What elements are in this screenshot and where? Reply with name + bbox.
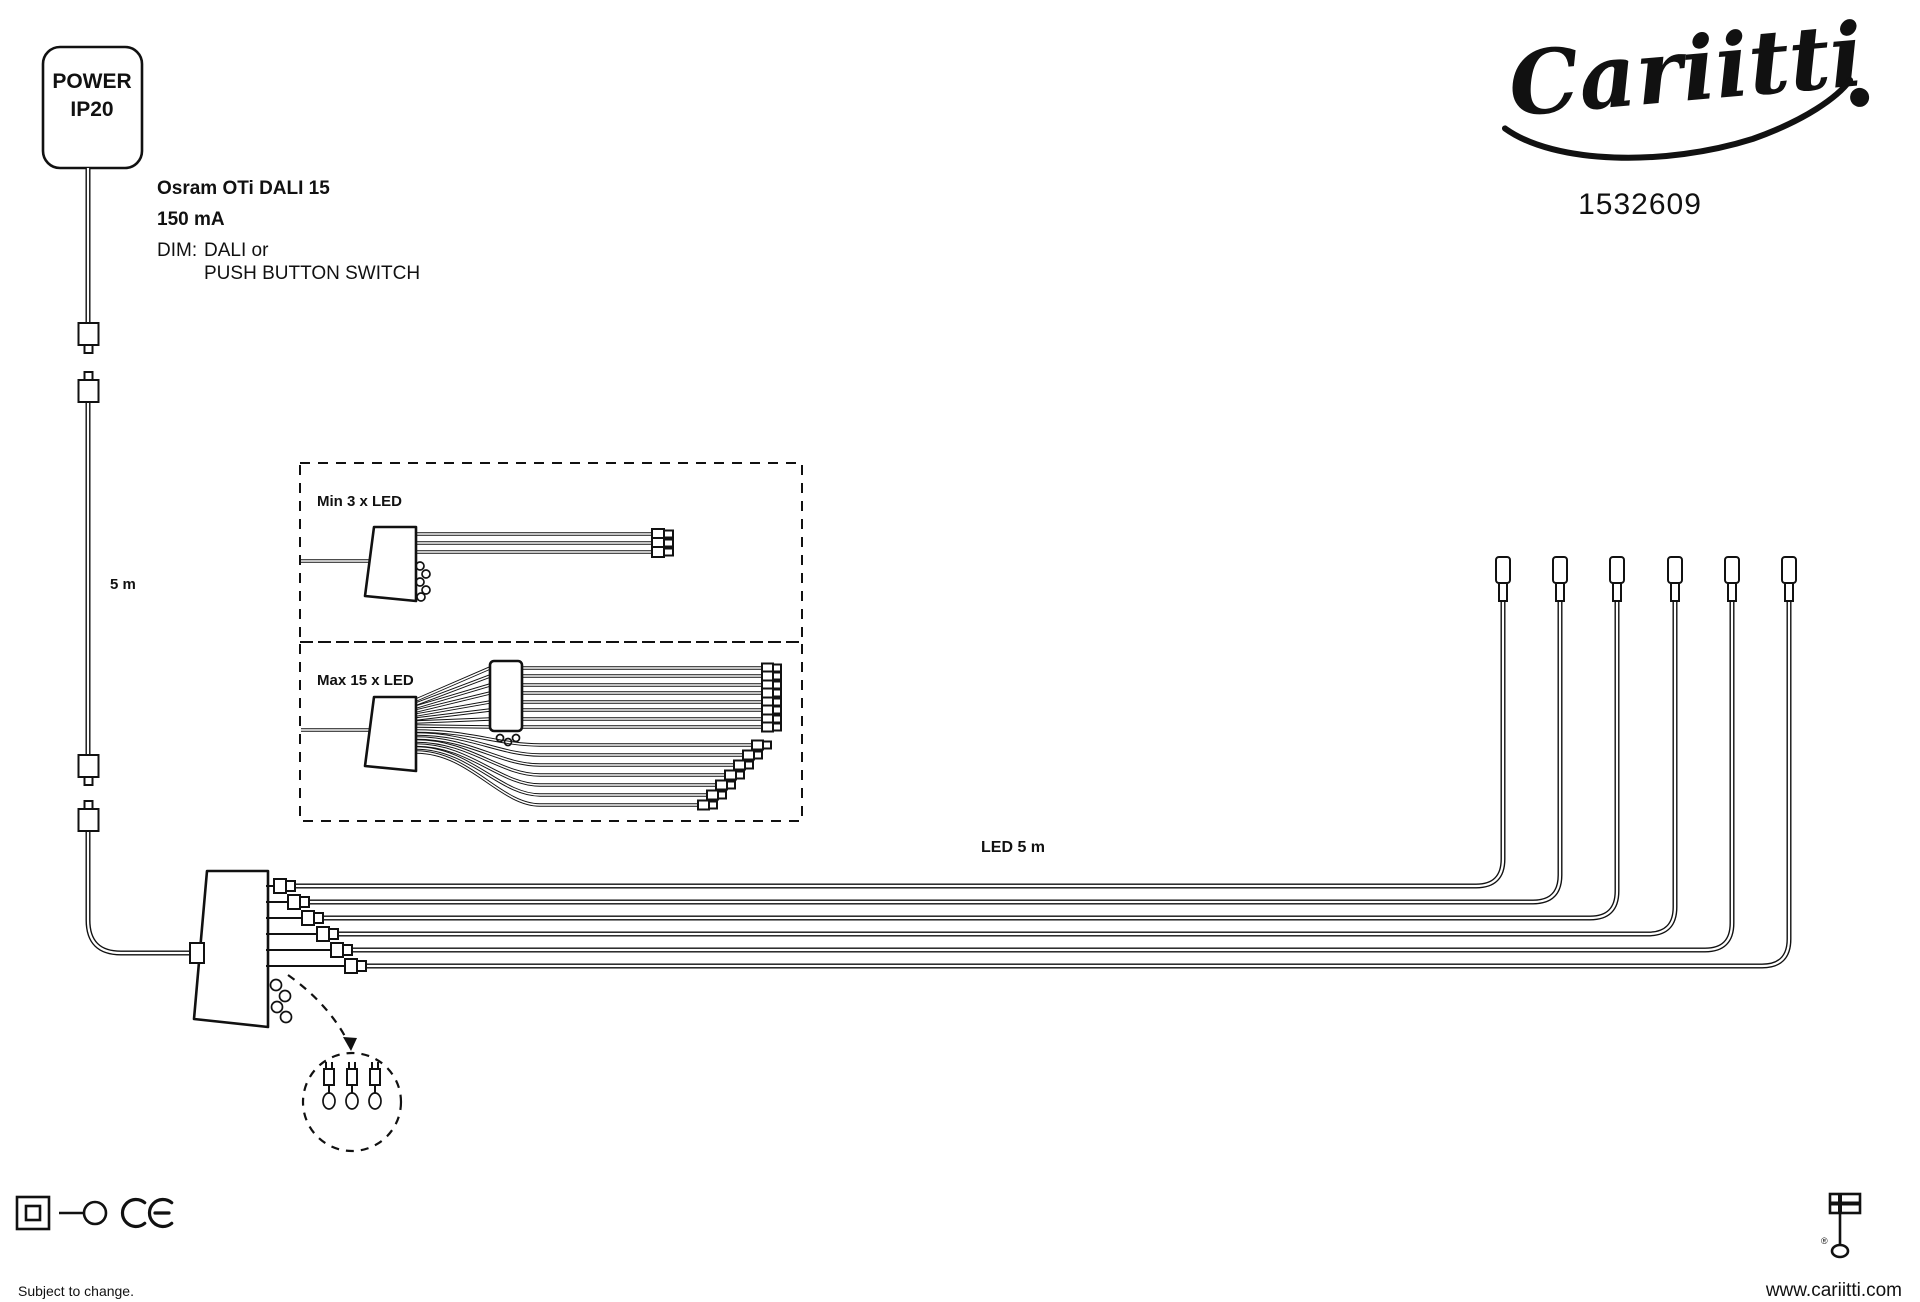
- led-cable-4: [338, 601, 1677, 936]
- footer-note: Subject to change.: [18, 1283, 134, 1299]
- supply-connector-pair-2: [77, 754, 100, 832]
- supply-cable-seg3: [86, 831, 198, 955]
- min-output-plugs: [651, 528, 674, 558]
- distribution-box-body: [192, 869, 270, 1029]
- fiber-end-terminals: [1495, 556, 1797, 602]
- led-cables: LED 5 m: [266, 556, 1797, 974]
- power-supply-unit: POWER IP20: [41, 45, 144, 170]
- dim-label: DIM:: [157, 240, 197, 261]
- led-cable-5: [352, 601, 1734, 952]
- dim-option-1: DALI or: [204, 240, 269, 261]
- ce-mark-icon: [120, 1197, 174, 1229]
- fiber-optic-symbol-icon: [59, 1200, 108, 1226]
- min-config-label: Min 3 x LED: [317, 493, 402, 510]
- logo-swash: [1501, 77, 1854, 161]
- power-box: [41, 45, 144, 170]
- driver-model: Osram OTi DALI 15: [157, 178, 330, 199]
- led-cable-3: [323, 601, 1620, 921]
- callout-arrow-curve: [287, 974, 350, 1045]
- distribution-box: [189, 869, 293, 1029]
- dim-option-2: PUSH BUTTON SWITCH: [204, 263, 420, 284]
- key-flag-icon: ®: [1821, 1192, 1862, 1259]
- max-fiber-loops: [495, 733, 521, 747]
- box-input-connector: [189, 942, 205, 964]
- class-ii-icon: [15, 1195, 51, 1231]
- spare-output-callout: [287, 974, 403, 1153]
- footer: Subject to change. www.cariitti.com: [18, 1280, 1902, 1301]
- registered-mark: ®: [1821, 1236, 1828, 1246]
- power-label-line1: POWER: [52, 70, 131, 93]
- product-number: 1532609: [1578, 188, 1702, 221]
- led-cable-1: [295, 601, 1505, 888]
- max-coupler-block: [488, 659, 524, 733]
- max-config-label: Max 15 x LED: [317, 672, 414, 689]
- min-fiber-loops: [415, 561, 431, 602]
- footer-website: www.cariitti.com: [1765, 1280, 1902, 1301]
- callout-arrowhead: [343, 1037, 357, 1051]
- driver-info: Osram OTi DALI 15 150 mA DIM: DALI or PU…: [157, 178, 420, 284]
- max-config-inset: Max 15 x LED: [299, 641, 803, 822]
- supply-cable-seg3: [85, 831, 198, 956]
- logo-script-text: Cariitti: [1505, 2, 1868, 137]
- unused-led-ends: [322, 1062, 382, 1110]
- max-upper-plugs: [761, 662, 782, 733]
- led-cable-length-label: LED 5 m: [981, 839, 1045, 856]
- driver-current: 150 mA: [157, 209, 225, 230]
- power-label-line2: IP20: [70, 98, 113, 121]
- spare-fiber-loops: [269, 978, 293, 1024]
- supply-connector-pair-1: [77, 322, 100, 403]
- min-distributor: [363, 525, 418, 603]
- certification-icons: [15, 1195, 174, 1231]
- supply-cable: 5 m: [77, 168, 198, 956]
- logo-dot: [1850, 87, 1870, 107]
- led-cable-plugs: [273, 878, 367, 974]
- supply-cable-length-label: 5 m: [110, 576, 136, 593]
- led-cable-6: [366, 601, 1791, 968]
- callout-circle: [301, 1051, 403, 1153]
- led-cable-2: [309, 601, 1563, 905]
- max-lower-plugs: [697, 739, 772, 811]
- max-distributor: [363, 695, 418, 773]
- led-cable-2: [309, 601, 1562, 904]
- brand-logo: Cariitti 1532609: [1501, 2, 1870, 221]
- led-cable-3: [323, 601, 1619, 920]
- min-config-inset: Min 3 x LED: [299, 462, 803, 643]
